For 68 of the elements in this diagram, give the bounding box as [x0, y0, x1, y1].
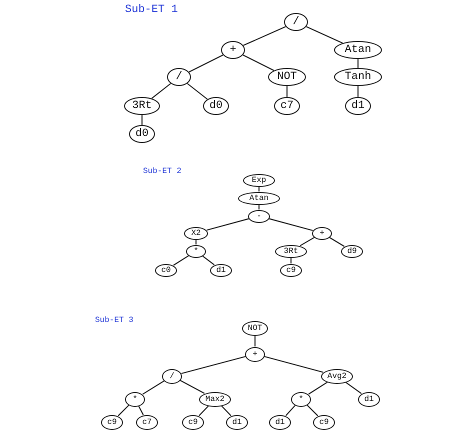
tree-edge — [357, 59, 359, 68]
operator-ellipse: Max2 — [199, 392, 231, 406]
tree-edge — [268, 218, 313, 232]
operator-ellipse: d9 — [341, 244, 363, 258]
operator-ellipse: NOT — [268, 68, 306, 86]
tree-edge — [243, 26, 286, 46]
tree-edge — [173, 255, 190, 266]
operator-ellipse: / — [167, 68, 191, 86]
tree-edge — [300, 236, 315, 246]
tree-edge — [186, 83, 208, 100]
operator-ellipse: d0 — [203, 97, 229, 115]
operator-ellipse: d1 — [345, 97, 371, 115]
tree-edge — [141, 115, 143, 125]
tree-edge — [180, 380, 205, 394]
operator-ellipse: Exp — [243, 174, 275, 186]
operator-ellipse: Atan — [238, 192, 280, 204]
operator-ellipse: Tanh — [334, 68, 382, 86]
operator-ellipse: c9 — [313, 414, 335, 430]
operator-ellipse: * — [291, 392, 311, 406]
operator-ellipse: 3Rt — [275, 244, 307, 258]
operator-ellipse: c9 — [182, 414, 204, 430]
tree-edge — [206, 218, 250, 231]
tree-edge — [202, 256, 215, 266]
tree-edge — [357, 86, 359, 97]
tree-title: Sub-ET 1 — [125, 4, 178, 16]
tree-edge — [329, 236, 345, 247]
operator-ellipse: - — [248, 210, 270, 222]
tree-edge — [254, 336, 256, 346]
tree-edge — [308, 382, 328, 395]
operator-ellipse: c0 — [155, 264, 177, 276]
tree-edge — [242, 54, 274, 71]
operator-ellipse: d1 — [269, 414, 291, 430]
operator-ellipse: + — [221, 41, 245, 59]
tree-edge — [221, 405, 232, 416]
operator-ellipse: / — [284, 13, 308, 31]
tree-edge — [306, 26, 343, 44]
tree-edge — [285, 404, 296, 416]
tree-edge — [138, 406, 144, 416]
operator-ellipse: 3Rt — [124, 97, 160, 115]
operator-ellipse: Atan — [334, 41, 382, 59]
operator-ellipse: + — [245, 346, 265, 362]
operator-ellipse: * — [186, 244, 206, 258]
tree-edge — [181, 356, 246, 374]
tree-edge — [198, 405, 209, 416]
operator-ellipse: d0 — [129, 125, 155, 143]
tree-edge — [118, 404, 130, 416]
tree-edge — [306, 404, 318, 416]
tree-edge — [188, 54, 224, 72]
operator-ellipse: + — [312, 226, 332, 240]
tree-edge — [151, 83, 172, 99]
operator-ellipse: NOT — [242, 320, 268, 336]
tree-title: Sub-ET 2 — [143, 167, 182, 176]
operator-ellipse: * — [125, 392, 145, 406]
operator-ellipse: c9 — [101, 414, 123, 430]
operator-ellipse: d1 — [226, 414, 248, 430]
operator-ellipse: c9 — [280, 264, 302, 276]
operator-ellipse: c7 — [274, 97, 300, 115]
tree-edge — [142, 380, 165, 395]
operator-ellipse: c7 — [136, 414, 158, 430]
operator-ellipse: X2 — [184, 226, 208, 240]
tree-edge — [264, 356, 324, 373]
tree-edge — [345, 382, 362, 394]
operator-ellipse: / — [162, 368, 182, 384]
operator-ellipse: d1 — [358, 392, 380, 406]
tree-title: Sub-ET 3 — [95, 316, 134, 325]
tree-edge — [286, 86, 288, 97]
operator-ellipse: d1 — [210, 264, 232, 276]
operator-ellipse: Avg2 — [321, 368, 353, 384]
